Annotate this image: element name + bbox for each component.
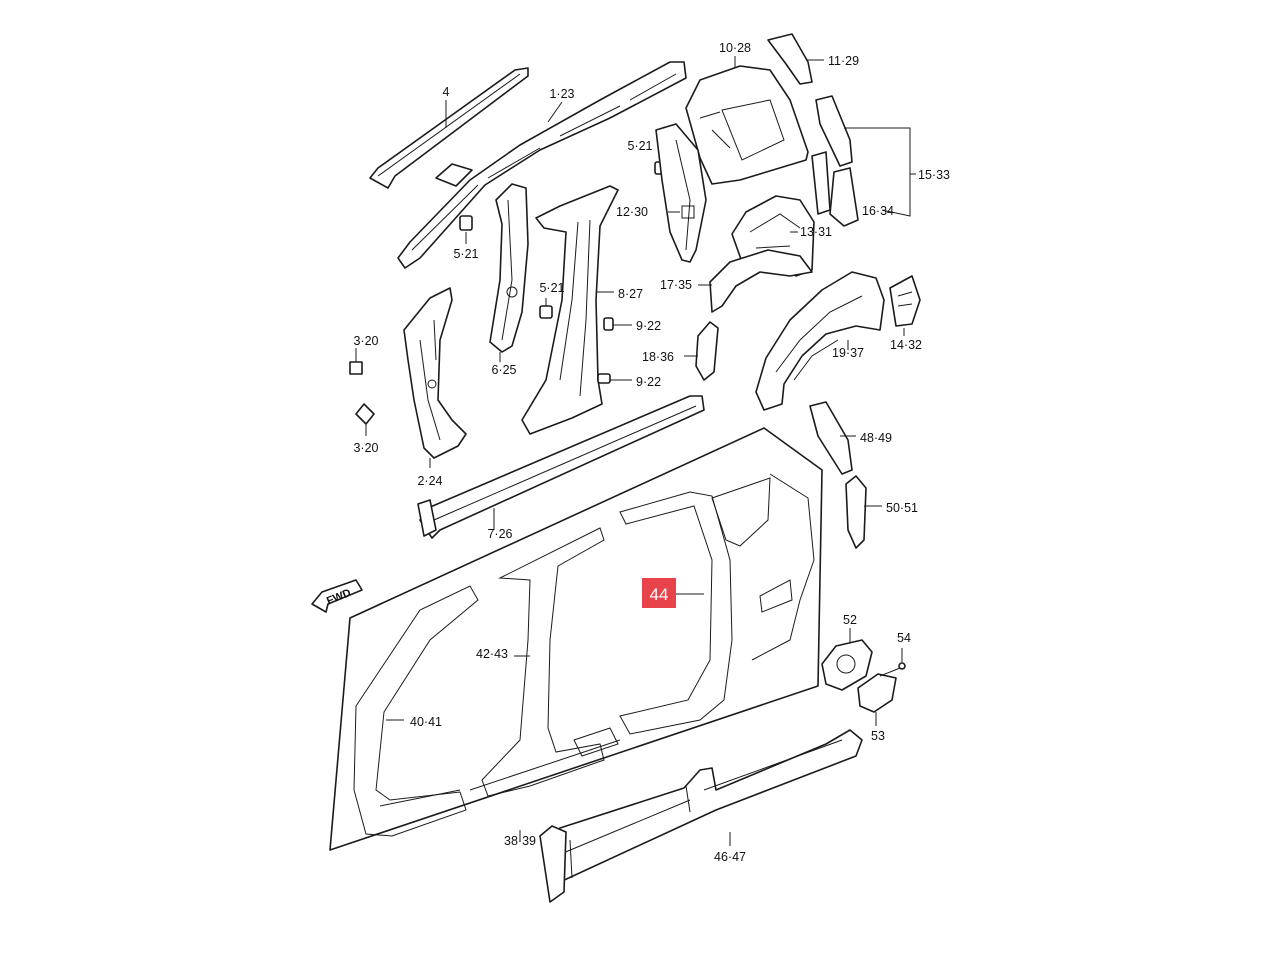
- label-19-37: 19·37: [832, 346, 864, 360]
- part-18-36-bracket: [684, 321, 719, 381]
- part-number-labels: 4 1·23 10·28 11·29 5·21 5·21 5·21 12·30 …: [353, 41, 950, 864]
- label-40-41: 40·41: [410, 715, 442, 729]
- label-38-39: 38·39: [504, 834, 536, 848]
- label-18-36: 18·36: [642, 350, 674, 364]
- label-6-25: 6·25: [491, 363, 516, 377]
- label-53: 53: [871, 729, 885, 743]
- label-5-21-c: 5·21: [539, 281, 564, 295]
- label-17-35: 17·35: [660, 278, 692, 292]
- part-48-49-reinforcement: [809, 401, 856, 475]
- label-50-51: 50·51: [886, 501, 918, 515]
- label-15-33: 15·33: [918, 168, 950, 182]
- label-5-21-b: 5·21: [453, 247, 478, 261]
- label-48-49: 48·49: [860, 431, 892, 445]
- label-2-24: 2·24: [417, 474, 442, 488]
- label-9-22-b: 9·22: [636, 375, 661, 389]
- part-11-29-bracket: [767, 33, 824, 85]
- label-12-30: 12·30: [616, 205, 648, 219]
- part-44-highlight-box: [642, 578, 676, 608]
- part-14-32-bracket: [889, 275, 921, 336]
- label-52: 52: [843, 613, 857, 627]
- part-52-fuel-inlet-box: [821, 628, 873, 691]
- label-54: 54: [897, 631, 911, 645]
- part-2-24-hinge-pillar: [403, 287, 467, 468]
- label-13-31: 13·31: [800, 225, 832, 239]
- label-1-23: 1·23: [549, 87, 574, 101]
- part-54-clip: [898, 648, 906, 670]
- fwd-direction-badge: FWD: [311, 579, 363, 613]
- label-11-29: 11·29: [828, 54, 859, 68]
- part-1-23-roof-inner-rail: [397, 61, 687, 269]
- part-9-22-clips: [597, 317, 632, 384]
- label-42-43: 42·43: [476, 647, 508, 661]
- part-44-side-body-outer-panel: [329, 427, 823, 851]
- label-44: 44: [650, 585, 669, 604]
- part-3-20-brackets: [349, 348, 375, 436]
- part-10-28-quarter-inner-upper: [685, 56, 809, 185]
- label-8-27: 8·27: [618, 287, 643, 301]
- part-6-25-front-pillar-inner: [489, 183, 529, 362]
- label-3-20-a: 3·20: [353, 334, 378, 348]
- label-7-26: 7·26: [487, 527, 512, 541]
- part-46-47-sill-outer: [539, 729, 863, 903]
- part-15-33-pillar-reinforcement: [811, 95, 916, 227]
- label-4: 4: [443, 85, 450, 99]
- label-16-34: 16·34: [862, 204, 894, 218]
- part-7-26-sill-inner: [417, 395, 705, 539]
- part-12-30-quarter-pillar: [655, 123, 707, 263]
- part-50-51-bracket: [845, 475, 882, 549]
- part-53-fuel-lid: [857, 667, 901, 726]
- part-8-27-center-pillar: [521, 185, 619, 435]
- part-44-highlight: 44: [642, 578, 676, 608]
- label-5-21-a: 5·21: [627, 139, 652, 153]
- label-10-28: 10·28: [719, 41, 751, 55]
- label-14-32: 14·32: [890, 338, 922, 352]
- label-46-47: 46·47: [714, 850, 746, 864]
- part-17-35-wheelhouse-inner: [698, 249, 813, 313]
- label-9-22-a: 9·22: [636, 319, 661, 333]
- label-3-20-b: 3·20: [353, 441, 378, 455]
- part-4-roof-rail: [369, 67, 529, 189]
- part-19-37-quarter-inner-lower: [755, 271, 885, 411]
